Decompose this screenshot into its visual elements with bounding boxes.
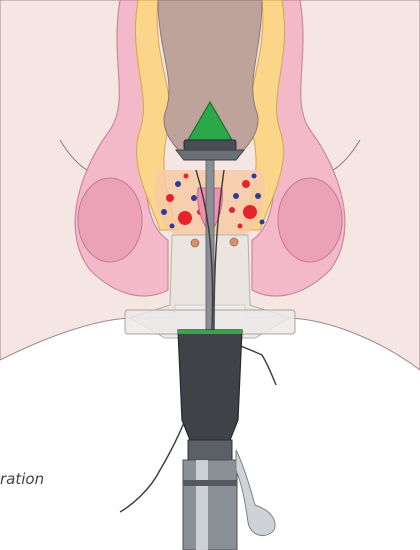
stapler-body-highlight [196,460,208,550]
stapler-green-ring [178,330,242,334]
anvil-base [184,140,236,150]
stapler-body-band [183,480,237,486]
anvil-skirt [176,150,244,160]
stapler-body [183,460,237,550]
right-sphincter [278,178,342,262]
stapler-collar [188,440,232,460]
caption-text: ration [0,470,44,488]
circular-stapler-icon [178,330,242,440]
stapler-wing-lever [236,450,275,536]
left-sphincter [78,178,142,262]
